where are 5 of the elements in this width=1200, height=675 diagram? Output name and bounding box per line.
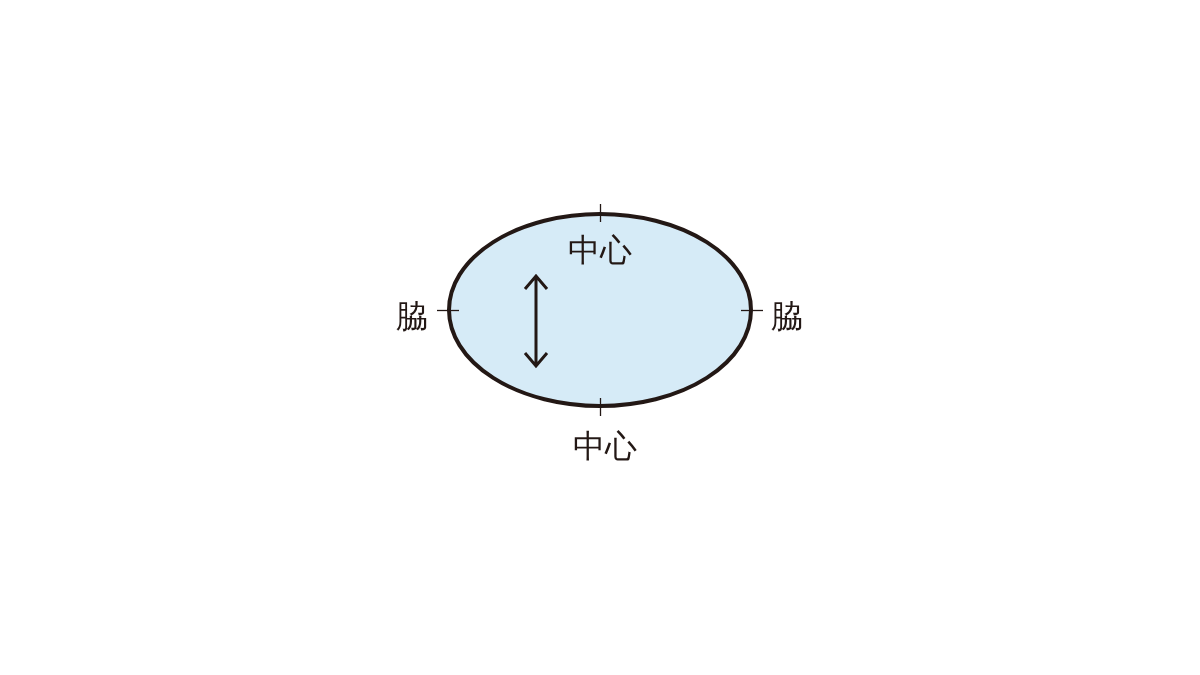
side-label: 脇 (396, 298, 428, 334)
center-label: 中心 (573, 428, 637, 464)
pattern-piece (447, 212, 753, 408)
center-label: 中心 (568, 232, 632, 268)
side-label: 脇 (771, 298, 803, 334)
